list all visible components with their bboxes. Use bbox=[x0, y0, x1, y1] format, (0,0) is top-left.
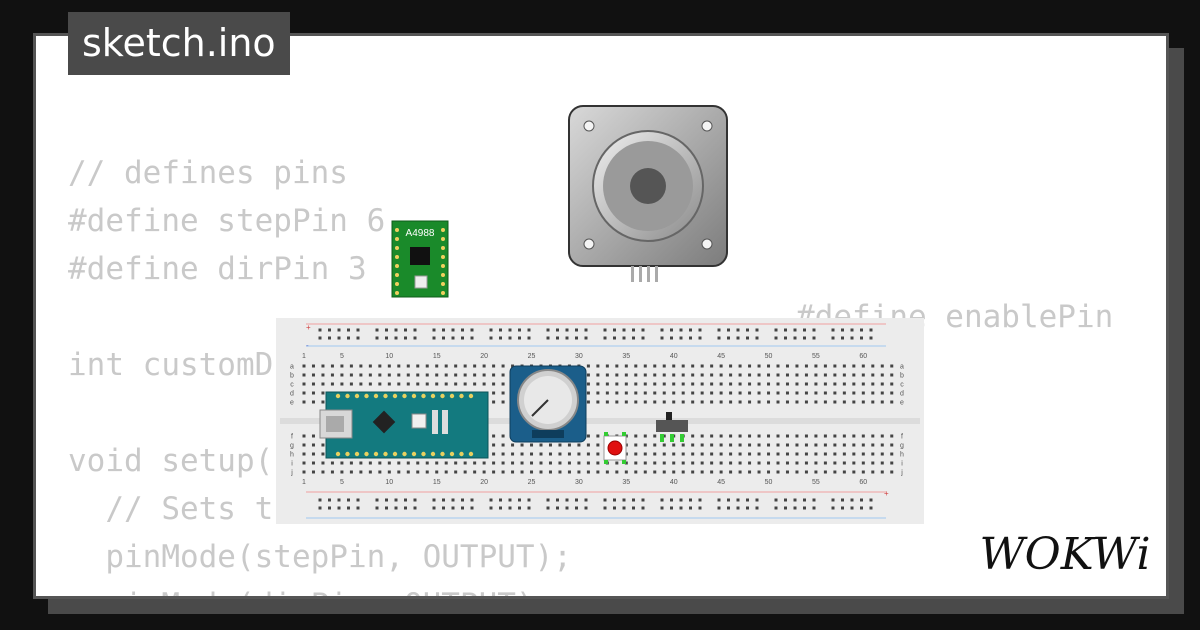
column-number-label: 30 bbox=[575, 479, 583, 486]
code-line: int customD bbox=[68, 347, 274, 383]
code-line: pinMode(stepPin, OUTPUT); bbox=[68, 539, 572, 575]
column-number-label: 50 bbox=[765, 353, 773, 360]
column-number-label: 25 bbox=[528, 479, 536, 486]
column-number-label: 60 bbox=[859, 479, 867, 486]
row-letter-label: b bbox=[290, 373, 294, 380]
column-number-label: 45 bbox=[717, 479, 725, 486]
a4988-driver-icon[interactable]: A4988 bbox=[391, 220, 451, 300]
column-number-label: 30 bbox=[575, 353, 583, 360]
column-number-label: 1 bbox=[302, 353, 306, 360]
column-number-label: 10 bbox=[385, 353, 393, 360]
row-letter-label: h bbox=[290, 452, 294, 459]
column-number-label: 10 bbox=[385, 479, 393, 486]
rail-plus-label: + bbox=[884, 489, 889, 498]
row-letter-label: i bbox=[291, 461, 293, 468]
column-number-label: 1 bbox=[302, 479, 306, 486]
brand-name: WOKWi bbox=[979, 529, 1150, 577]
row-letter-label: i bbox=[901, 461, 903, 468]
row-letter-label: g bbox=[290, 443, 294, 450]
row-letter-label: c bbox=[290, 382, 294, 389]
code-line: pinMode(dirPin, OUTPUT); bbox=[68, 590, 553, 597]
row-letter-label: a bbox=[900, 364, 904, 371]
column-number-label: 35 bbox=[622, 479, 630, 486]
code-line: #define stepPin 6 bbox=[68, 203, 386, 239]
code-line: void setup( bbox=[68, 443, 274, 479]
column-number-label: 45 bbox=[717, 353, 725, 360]
column-number-label: 25 bbox=[528, 353, 536, 360]
code-line: #define dirPin 3 bbox=[68, 251, 367, 287]
row-letter-label: a bbox=[290, 364, 294, 371]
column-number-label: 60 bbox=[859, 353, 867, 360]
column-number-label: 55 bbox=[812, 479, 820, 486]
column-number-label: 40 bbox=[670, 479, 678, 486]
rail-plus-label: + bbox=[306, 323, 311, 332]
row-letter-label: e bbox=[900, 400, 904, 407]
arduino-nano-icon[interactable] bbox=[319, 391, 489, 459]
slide-switch-icon[interactable] bbox=[656, 412, 688, 442]
column-number-label: 35 bbox=[622, 353, 630, 360]
row-letter-label: j bbox=[900, 470, 903, 477]
column-number-label: 50 bbox=[765, 479, 773, 486]
column-number-label: 20 bbox=[480, 479, 488, 486]
stepper-motor-icon[interactable] bbox=[567, 104, 732, 284]
potentiometer-icon[interactable] bbox=[509, 365, 587, 443]
column-number-label: 15 bbox=[433, 479, 441, 486]
rail-minus-label: - bbox=[306, 341, 309, 350]
row-letter-label: h bbox=[900, 452, 904, 459]
row-letter-label: j bbox=[290, 470, 293, 477]
wokwi-logo[interactable]: WOKWi bbox=[978, 527, 1153, 577]
row-letter-label: b bbox=[900, 373, 904, 380]
filename-tab[interactable]: sketch.ino bbox=[68, 12, 290, 75]
code-background: // defines pins #define stepPin 6 #defin… bbox=[36, 36, 1166, 597]
code-line: // defines pins bbox=[68, 155, 348, 191]
row-letter-label: d bbox=[290, 391, 294, 398]
column-number-label: 20 bbox=[480, 353, 488, 360]
row-letter-label: f bbox=[901, 434, 903, 441]
column-number-label: 5 bbox=[340, 353, 344, 360]
row-letter-label: f bbox=[291, 434, 293, 441]
column-number-label: 55 bbox=[812, 353, 820, 360]
driver-label: A4988 bbox=[406, 228, 435, 239]
pushbutton-icon[interactable] bbox=[603, 432, 627, 464]
row-letter-label: c bbox=[900, 382, 904, 389]
row-letter-label: g bbox=[900, 443, 904, 450]
column-number-label: 5 bbox=[340, 479, 344, 486]
code-line: // Sets t bbox=[68, 491, 274, 527]
row-letter-label: e bbox=[290, 400, 294, 407]
column-number-label: 15 bbox=[433, 353, 441, 360]
column-number-label: 40 bbox=[670, 353, 678, 360]
row-letter-label: d bbox=[900, 391, 904, 398]
